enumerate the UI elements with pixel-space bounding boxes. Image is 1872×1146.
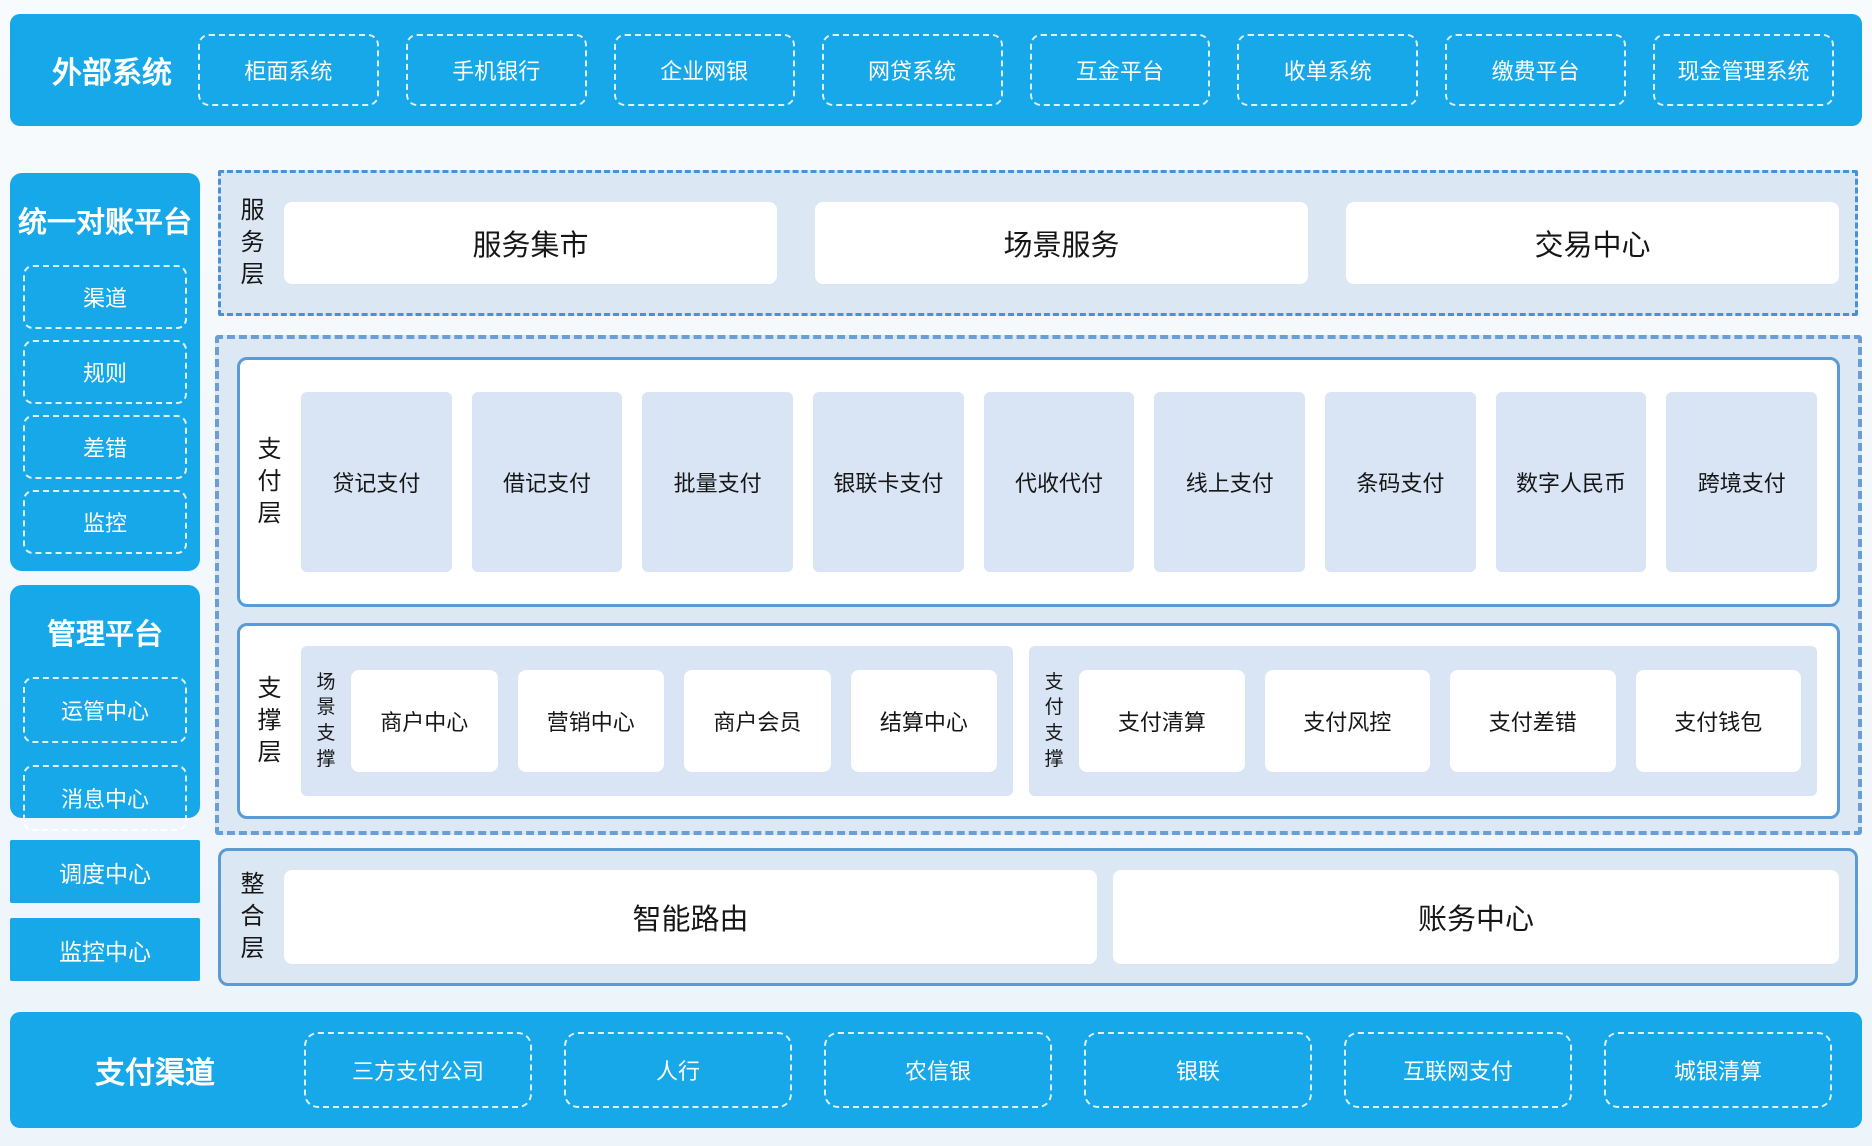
payment-channels-items: 三方支付公司 人行 农信银 银联 互联网支付 城银清算 bbox=[304, 1012, 1832, 1128]
recon-chip-channel: 渠道 bbox=[23, 265, 187, 329]
external-system-chip-fintech: 互金平台 bbox=[1029, 34, 1211, 106]
scene-card-marketing-center: 营销中心 bbox=[517, 670, 665, 772]
scene-card-merchant-center: 商户中心 bbox=[351, 670, 498, 772]
recon-chip-errors: 差错 bbox=[23, 415, 187, 479]
external-system-chip-acquiring: 收单系统 bbox=[1237, 34, 1419, 106]
reconciliation-platform-panel: 统一对账平台 渠道 规则 差错 监控 bbox=[10, 173, 200, 571]
payment-support-group: 支付支撑 支付清算 支付风控 支付差错 支付钱包 bbox=[1029, 646, 1817, 796]
recon-chip-monitoring: 监控 bbox=[23, 490, 187, 554]
service-card-scenario: 场景服务 bbox=[815, 202, 1308, 284]
payment-layer-label: 支付层 bbox=[257, 436, 282, 527]
mgmt-chip-operations-center: 运管中心 bbox=[23, 677, 187, 743]
scheduling-center-box: 调度中心 bbox=[10, 840, 200, 903]
payment-cell-credit: 贷记支付 bbox=[301, 392, 452, 572]
pay-card-errors: 支付差错 bbox=[1450, 670, 1616, 772]
external-systems-title: 外部系统 bbox=[52, 57, 172, 90]
scene-support-label: 场景支撑 bbox=[316, 671, 336, 770]
external-system-chip-billpay: 缴费平台 bbox=[1445, 34, 1627, 106]
payment-support-cards: 支付清算 支付风控 支付差错 支付钱包 bbox=[1079, 670, 1801, 772]
scene-support-cards: 商户中心 营销中心 商户会员 结算中心 bbox=[351, 670, 998, 772]
payment-support-label: 支付支撑 bbox=[1044, 671, 1064, 770]
payment-cell-debit: 借记支付 bbox=[471, 392, 623, 572]
payment-layer-box: 支付层 贷记支付 借记支付 批量支付 银联卡支付 代收代付 线上支付 条码支付 … bbox=[237, 357, 1840, 607]
integration-card-smart-routing: 智能路由 bbox=[284, 870, 1098, 964]
service-card-trade-center: 交易中心 bbox=[1346, 202, 1839, 284]
reconciliation-platform-title: 统一对账平台 bbox=[17, 207, 192, 239]
pay-card-risk-control: 支付风控 bbox=[1264, 670, 1431, 772]
external-systems-items: 柜面系统 手机银行 企业网银 网贷系统 互金平台 收单系统 缴费平台 现金管理系… bbox=[198, 14, 1834, 126]
external-system-chip-corp-ebank: 企业网银 bbox=[613, 34, 795, 106]
support-layer-box: 支撑层 场景支撑 商户中心 营销中心 商户会员 结算中心 支付支撑 支付清算 支… bbox=[237, 623, 1840, 819]
scene-support-group: 场景支撑 商户中心 营销中心 商户会员 结算中心 bbox=[301, 646, 1014, 796]
payment-support-wrapper: 支付层 贷记支付 借记支付 批量支付 银联卡支付 代收代付 线上支付 条码支付 … bbox=[215, 335, 1862, 835]
payment-channels-title: 支付渠道 bbox=[95, 1057, 215, 1090]
payment-cell-crossborder: 跨境支付 bbox=[1666, 392, 1818, 572]
payment-channels-bar: 支付渠道 三方支付公司 人行 农信银 银联 互联网支付 城银清算 bbox=[10, 1012, 1862, 1128]
support-layer-label: 支撑层 bbox=[257, 675, 282, 766]
channel-chip-pboc: 人行 bbox=[564, 1032, 792, 1108]
channel-chip-internet-pay: 互联网支付 bbox=[1344, 1032, 1572, 1108]
integration-layer-cards: 智能路由 账务中心 bbox=[284, 851, 1839, 983]
service-layer-label: 服务层 bbox=[240, 197, 265, 288]
payment-cell-unionpay-card: 银联卡支付 bbox=[813, 392, 964, 572]
integration-card-accounting-center: 账务中心 bbox=[1113, 870, 1839, 964]
service-layer-panel: 服务层 服务集市 场景服务 交易中心 bbox=[218, 170, 1858, 316]
service-card-market: 服务集市 bbox=[284, 202, 777, 284]
external-system-chip-cash-mgmt: 现金管理系统 bbox=[1653, 34, 1834, 106]
scene-card-settlement-center: 结算中心 bbox=[850, 670, 998, 772]
monitoring-center-box: 监控中心 bbox=[10, 918, 200, 981]
service-layer-cards: 服务集市 场景服务 交易中心 bbox=[284, 173, 1839, 313]
payment-cell-digital-rmb: 数字人民币 bbox=[1495, 392, 1647, 572]
payment-cell-collection: 代收代付 bbox=[983, 392, 1135, 572]
payment-cell-online: 线上支付 bbox=[1154, 392, 1306, 572]
channel-chip-city-bank-clearing: 城银清算 bbox=[1604, 1032, 1832, 1108]
recon-chip-rules: 规则 bbox=[23, 340, 187, 404]
channel-chip-third-party: 三方支付公司 bbox=[304, 1032, 532, 1108]
pay-card-wallet: 支付钱包 bbox=[1635, 670, 1801, 772]
external-systems-bar: 外部系统 柜面系统 手机银行 企业网银 网贷系统 互金平台 收单系统 缴费平台 … bbox=[10, 14, 1862, 126]
integration-layer-panel: 整合层 智能路由 账务中心 bbox=[218, 848, 1858, 986]
channel-chip-rural-credit: 农信银 bbox=[824, 1032, 1052, 1108]
external-system-chip-online-loan: 网贷系统 bbox=[821, 34, 1003, 106]
scene-card-merchant-member: 商户会员 bbox=[684, 670, 831, 772]
management-platform-title: 管理平台 bbox=[46, 619, 163, 651]
support-layer-groups: 场景支撑 商户中心 营销中心 商户会员 结算中心 支付支撑 支付清算 支付风控 … bbox=[301, 626, 1817, 816]
payment-cell-batch: 批量支付 bbox=[642, 392, 794, 572]
payment-layer-cells: 贷记支付 借记支付 批量支付 银联卡支付 代收代付 线上支付 条码支付 数字人民… bbox=[301, 360, 1818, 604]
payment-cell-barcode: 条码支付 bbox=[1325, 392, 1476, 572]
channel-chip-unionpay: 银联 bbox=[1084, 1032, 1312, 1108]
external-system-chip-mobile-bank: 手机银行 bbox=[405, 34, 587, 106]
pay-card-clearing: 支付清算 bbox=[1079, 670, 1245, 772]
management-platform-panel: 管理平台 运管中心 消息中心 bbox=[10, 585, 200, 831]
integration-layer-label: 整合层 bbox=[240, 871, 265, 962]
mgmt-chip-message-center: 消息中心 bbox=[23, 765, 187, 831]
external-system-chip-counter: 柜面系统 bbox=[198, 34, 379, 106]
